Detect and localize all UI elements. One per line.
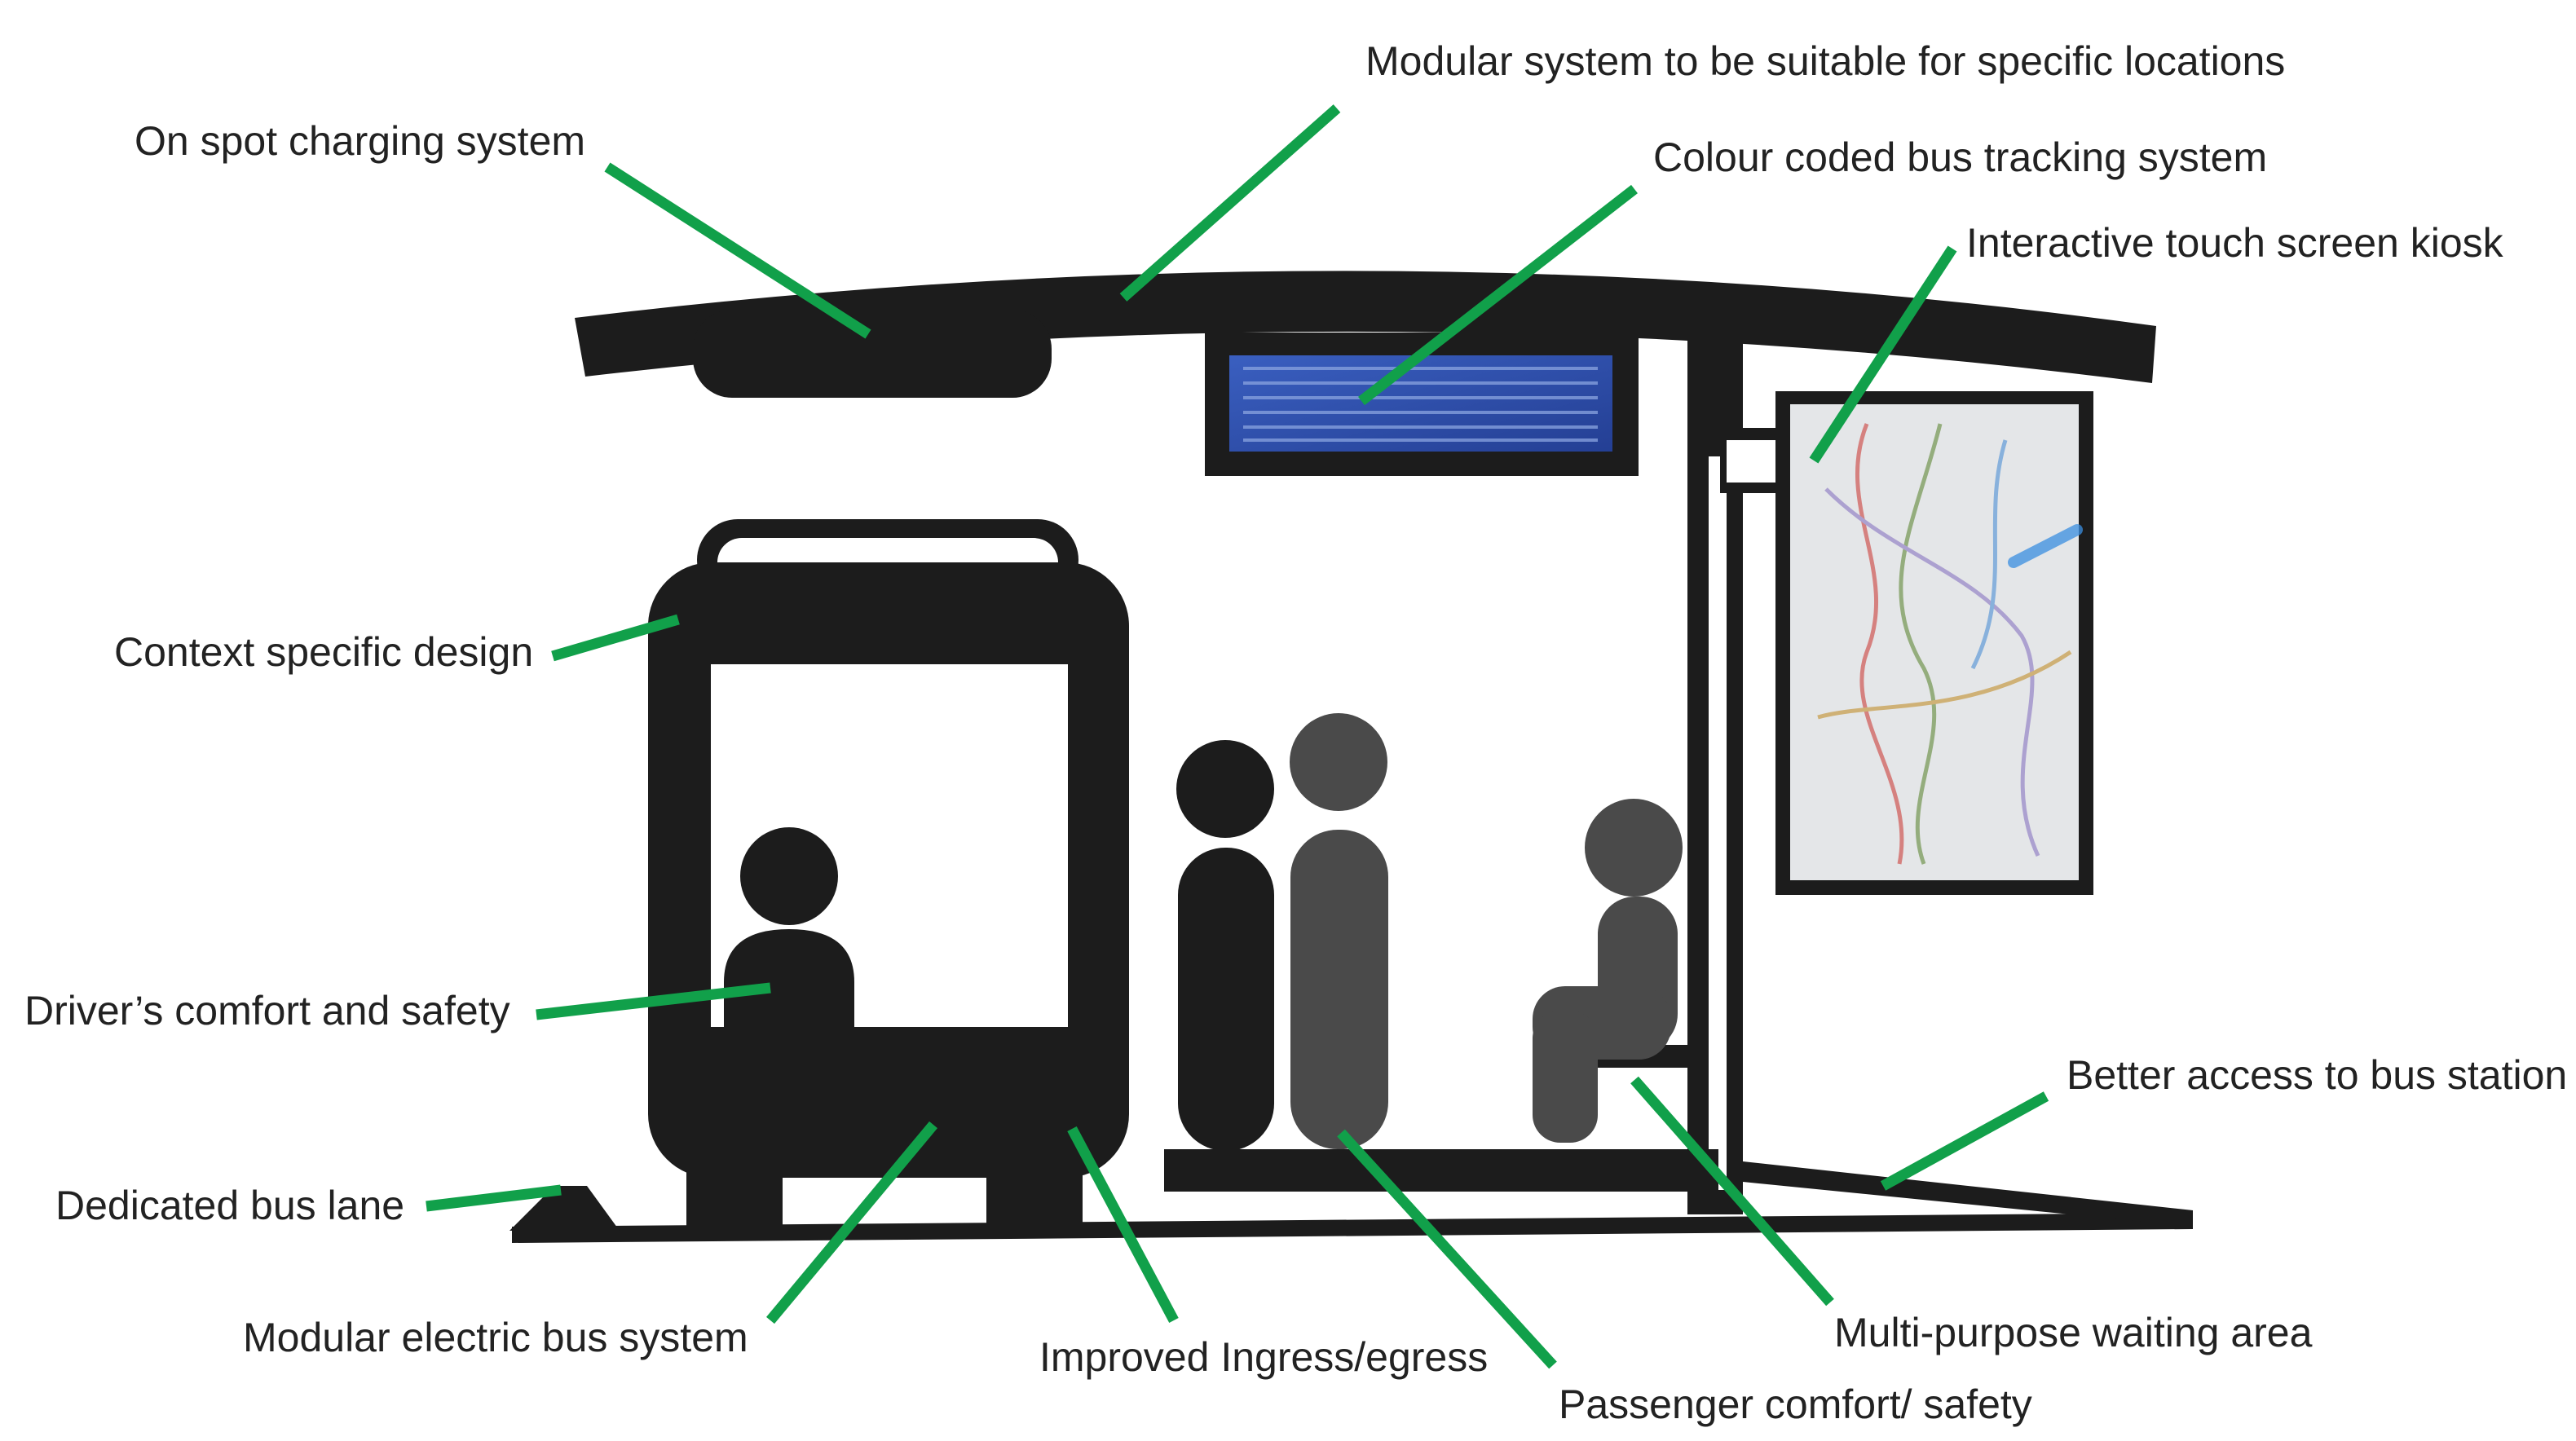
bus-wheel-left	[686, 1157, 783, 1232]
label-multi-purpose-waiting: Multi-purpose waiting area	[1834, 1310, 2313, 1355]
post-inner-slot	[1709, 456, 1727, 1190]
leader-lines	[426, 104, 2049, 1369]
waiting-platform	[1164, 1149, 1718, 1192]
tracking-display-screen	[1229, 355, 1612, 452]
leader-dedicated-bus-lane	[426, 1184, 562, 1212]
label-colour-coded-tracking: Colour coded bus tracking system	[1653, 134, 2267, 180]
canopy-roof	[575, 271, 2156, 383]
leader-modular-system	[1119, 104, 1341, 302]
label-dedicated-bus-lane: Dedicated bus lane	[55, 1183, 404, 1228]
charging-unit	[693, 310, 1052, 398]
leader-improved-ingress	[1067, 1126, 1179, 1324]
kiosk-map-lines	[1817, 423, 2083, 865]
bus-lane-curb	[509, 1186, 620, 1231]
bus-wheel-right	[986, 1157, 1083, 1232]
passenger-standing-2-head	[1290, 713, 1387, 811]
passenger-standing-1-head	[1176, 740, 1274, 838]
driver-head	[740, 827, 838, 925]
label-on-spot-charging: On spot charging system	[135, 118, 585, 164]
access-ramp	[1743, 1161, 2193, 1227]
label-passenger-comfort: Passenger comfort/ safety	[1559, 1382, 2032, 1427]
leader-passenger-comfort	[1337, 1129, 1557, 1369]
leader-better-access	[1880, 1091, 2049, 1191]
label-better-access: Better access to bus station	[2067, 1052, 2567, 1098]
label-touch-screen-kiosk: Interactive touch screen kiosk	[1966, 220, 2504, 266]
label-modular-electric-bus: Modular electric bus system	[243, 1315, 748, 1360]
passenger-standing-2-body	[1290, 830, 1388, 1149]
label-context-specific-design: Context specific design	[114, 629, 533, 675]
label-improved-ingress: Improved Ingress/egress	[1039, 1334, 1488, 1380]
leader-multi-purpose-waiting	[1630, 1076, 1834, 1307]
leader-on-spot-charging	[604, 162, 871, 339]
leader-colour-coded-tracking	[1358, 184, 1638, 406]
leader-modular-electric-bus	[766, 1121, 937, 1324]
driver-body	[724, 929, 854, 1027]
ground-line	[512, 1213, 2193, 1243]
passenger-seated-shins	[1533, 1011, 1598, 1143]
label-drivers-comfort: Driver’s comfort and safety	[24, 988, 510, 1033]
leader-touch-screen-kiosk	[1809, 245, 1957, 464]
kiosk-bracket-gap	[1727, 440, 1777, 483]
passenger-standing-1-body	[1178, 848, 1274, 1151]
kiosk-screen	[1790, 404, 2079, 880]
leader-drivers-comfort	[536, 982, 771, 1020]
label-modular-system: Modular system to be suitable for specif…	[1365, 38, 2285, 84]
tracking-display-rows	[1243, 367, 1598, 442]
passenger-seated-head	[1585, 799, 1683, 897]
leader-context-specific	[551, 614, 680, 662]
